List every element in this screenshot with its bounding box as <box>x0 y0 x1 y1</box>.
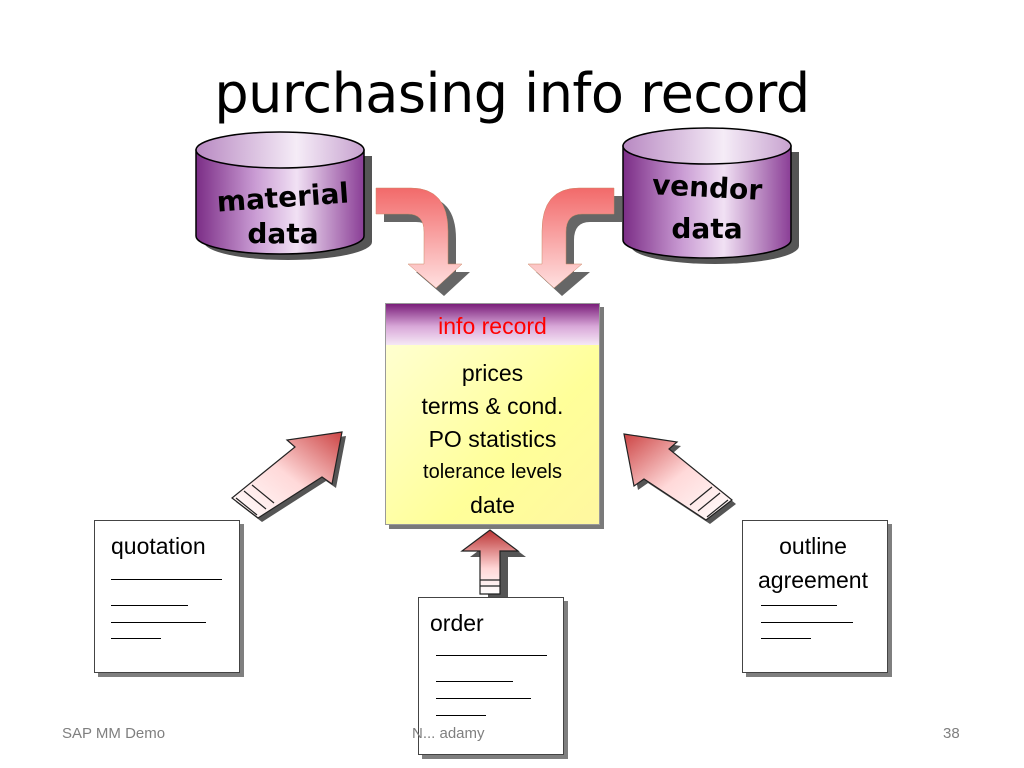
order-label: order <box>430 610 484 636</box>
info-item-tolerance-levels: tolerance levels <box>423 461 562 483</box>
doc-line <box>111 605 188 606</box>
doc-line <box>436 715 486 716</box>
doc-line <box>111 579 222 580</box>
info-item-terms: terms & cond. <box>421 393 564 419</box>
doc-line <box>436 655 547 656</box>
quotation-document: quotation <box>94 520 240 673</box>
arrow-from-outline-agreement <box>623 433 736 524</box>
material-data-label-line2: data <box>247 217 318 250</box>
footer-page-number: 38 <box>943 725 960 742</box>
info-record-box: info record prices terms & cond. PO stat… <box>385 303 600 525</box>
info-record-header: info record <box>386 304 599 345</box>
doc-line <box>761 605 837 606</box>
material-data-cylinder: material data <box>195 131 372 260</box>
info-record-body: prices terms & cond. PO statistics toler… <box>386 345 599 524</box>
doc-line <box>111 622 206 623</box>
doc-line <box>761 638 811 639</box>
footer-left: SAP MM Demo <box>62 725 166 742</box>
arrow-from-quotation <box>231 431 346 522</box>
info-item-date: date <box>470 492 515 518</box>
vendor-data-label-line2: data <box>671 212 742 245</box>
vendor-data-label-line1: vendor <box>651 168 763 207</box>
outline-label-line1: outline <box>779 533 847 559</box>
outline-label-line2: agreement <box>758 567 868 593</box>
footer-center: N... adamy <box>412 725 485 742</box>
doc-line <box>111 638 161 639</box>
info-item-po-statistics: PO statistics <box>428 426 557 452</box>
doc-line <box>436 681 513 682</box>
arrow-from-order <box>460 529 526 600</box>
order-document: order <box>418 597 564 755</box>
curved-arrow-from-vendor <box>527 187 622 296</box>
info-item-prices: prices <box>461 360 524 386</box>
vendor-data-cylinder: vendor data <box>622 127 799 264</box>
doc-line <box>436 698 531 699</box>
curved-arrow-from-material <box>375 187 470 296</box>
doc-line <box>761 622 853 623</box>
outline-agreement-document: outline agreement <box>742 520 888 673</box>
slide-title: purchasing info record <box>214 62 810 125</box>
quotation-label: quotation <box>111 533 206 559</box>
